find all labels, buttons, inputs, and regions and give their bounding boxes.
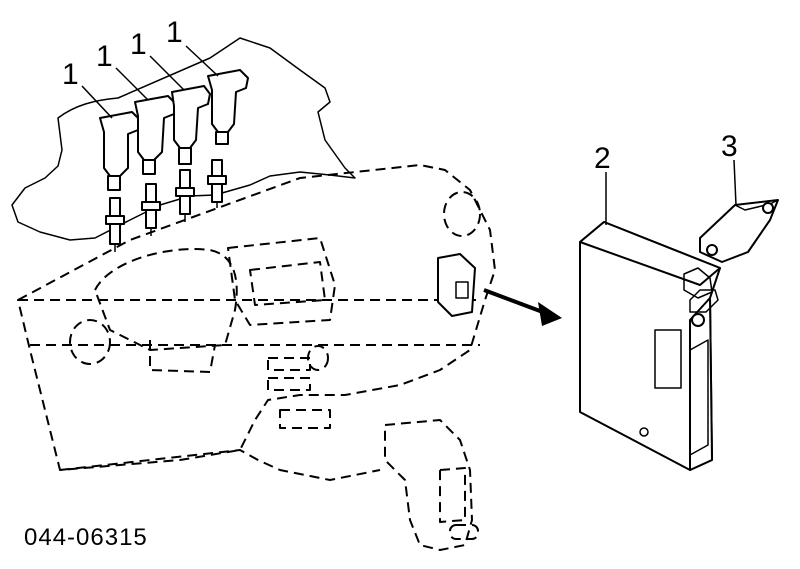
ignition-coil <box>134 95 177 175</box>
ignition-coil <box>207 69 249 145</box>
ignition-coils <box>99 69 249 191</box>
spark-plugs <box>105 159 227 252</box>
coil-leader-lines <box>81 45 219 119</box>
ignition-coil <box>171 85 211 165</box>
ecu-location <box>437 253 476 317</box>
diagram-part-number: 044-06315 <box>24 524 148 551</box>
mounting-bracket <box>699 199 779 263</box>
dashboard-outline <box>17 164 496 551</box>
callout-ignition-coil: 1 <box>166 16 183 49</box>
ignition-coil <box>99 111 141 191</box>
callout-ecu: 2 <box>594 142 611 175</box>
detail-arrow <box>483 288 562 326</box>
engine-outline <box>11 37 356 241</box>
spark-plug <box>175 169 195 222</box>
spark-plug <box>105 197 125 252</box>
spark-plug <box>141 183 161 236</box>
callout-ignition-coil: 1 <box>96 40 113 73</box>
callout-ignition-coil: 1 <box>130 28 147 61</box>
callout-bracket: 3 <box>721 130 738 163</box>
spark-plug <box>207 159 227 208</box>
callout-ignition-coil: 1 <box>62 58 79 91</box>
engine-control-unit <box>579 221 721 471</box>
bracket-leader-line <box>733 159 737 206</box>
